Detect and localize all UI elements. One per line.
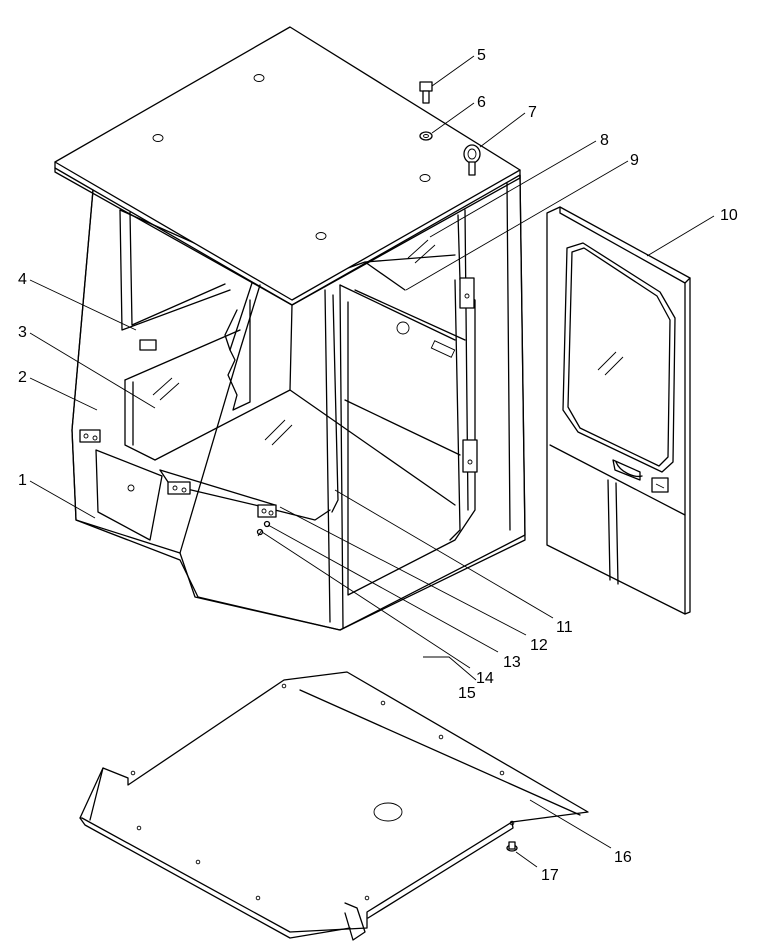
roof-fasteners — [419, 81, 481, 176]
callout-numbers: 1 2 3 4 5 6 7 8 9 10 11 12 13 14 15 16 1… — [18, 47, 738, 884]
callout-12: 12 — [530, 637, 548, 654]
callout-9: 9 — [630, 152, 639, 169]
callout-14: 14 — [476, 670, 494, 687]
small-fasteners — [256, 520, 518, 852]
callout-8: 8 — [600, 132, 609, 149]
callout-15: 15 — [458, 685, 476, 702]
callout-16: 16 — [614, 849, 632, 866]
callout-11: 11 — [556, 619, 573, 636]
callout-5: 5 — [477, 47, 486, 64]
callout-4: 4 — [18, 271, 27, 288]
cab-roof — [54, 26, 521, 306]
callout-6: 6 — [477, 94, 486, 111]
callout-2: 2 — [18, 369, 27, 386]
callout-3: 3 — [18, 324, 27, 341]
floor-plate — [79, 671, 589, 941]
callout-17: 17 — [541, 867, 559, 884]
callout-1: 1 — [18, 472, 27, 489]
callout-13: 13 — [503, 654, 521, 671]
leader-lines — [29, 55, 715, 868]
cab-door — [546, 206, 691, 615]
callout-7: 7 — [528, 104, 537, 121]
callout-10: 10 — [720, 207, 738, 224]
